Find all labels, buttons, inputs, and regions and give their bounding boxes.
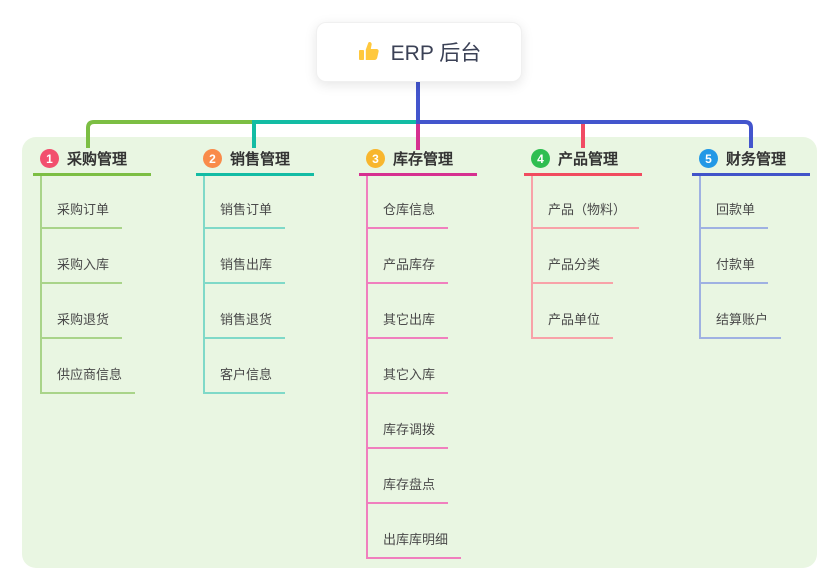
child-label: 产品库存	[383, 257, 436, 272]
child-label: 库存调拨	[383, 422, 436, 437]
branch-sales: 2 销售管理 销售订单 销售出库 销售退货 客户信息	[196, 147, 346, 394]
branch-children: 销售订单 销售出库 销售退货 客户信息	[203, 176, 286, 394]
child-node[interactable]: 产品单位	[533, 284, 614, 339]
branches-panel	[22, 137, 817, 568]
child-label: 其它入库	[383, 367, 436, 382]
branch-title-label: 财务管理	[726, 151, 787, 168]
child-node[interactable]: 仓库信息	[368, 176, 449, 229]
root-node[interactable]: ERP 后台	[316, 22, 522, 82]
child-label: 销售订单	[220, 202, 273, 217]
child-node[interactable]: 出库库明细	[368, 504, 462, 559]
branch-inventory: 3 库存管理 仓库信息 产品库存 其它出库 其它入库 库存调拨 库存盘点 出库库…	[359, 147, 509, 559]
child-node[interactable]: 销售订单	[205, 176, 286, 229]
child-label: 产品分类	[548, 257, 601, 272]
child-label: 产品单位	[548, 312, 601, 327]
child-node[interactable]: 采购入库	[42, 229, 123, 284]
child-node[interactable]: 库存盘点	[368, 449, 449, 504]
branch-title-label: 采购管理	[67, 151, 128, 168]
branch-sales-title[interactable]: 2 销售管理	[196, 147, 314, 176]
child-node[interactable]: 其它出库	[368, 284, 449, 339]
child-label: 销售出库	[220, 257, 273, 272]
branch-finance-title[interactable]: 5 财务管理	[692, 147, 810, 176]
child-node[interactable]: 采购订单	[42, 176, 123, 229]
child-node[interactable]: 产品库存	[368, 229, 449, 284]
child-label: 付款单	[716, 257, 756, 272]
child-node[interactable]: 库存调拨	[368, 394, 449, 449]
branch-index-badge: 3	[366, 149, 385, 168]
branch-title-label: 库存管理	[393, 151, 454, 168]
branch-index-badge: 2	[203, 149, 222, 168]
child-label: 产品（物料）	[548, 202, 627, 217]
child-node[interactable]: 回款单	[701, 176, 769, 229]
branch-children: 仓库信息 产品库存 其它出库 其它入库 库存调拨 库存盘点 出库库明细	[366, 176, 462, 559]
child-node[interactable]: 其它入库	[368, 339, 449, 394]
child-label: 销售退货	[220, 312, 273, 327]
child-label: 供应商信息	[57, 367, 123, 382]
branch-procurement: 1 采购管理 采购订单 采购入库 采购退货 供应商信息	[33, 147, 183, 394]
branch-product: 4 产品管理 产品（物料） 产品分类 产品单位	[524, 147, 674, 339]
child-label: 库存盘点	[383, 477, 436, 492]
child-label: 客户信息	[220, 367, 273, 382]
child-node[interactable]: 客户信息	[205, 339, 286, 394]
child-node[interactable]: 销售退货	[205, 284, 286, 339]
branch-title-label: 产品管理	[558, 151, 619, 168]
branch-procurement-title[interactable]: 1 采购管理	[33, 147, 151, 176]
branch-index-badge: 1	[40, 149, 59, 168]
child-node[interactable]: 销售出库	[205, 229, 286, 284]
branch-children: 采购订单 采购入库 采购退货 供应商信息	[40, 176, 136, 394]
child-label: 采购退货	[57, 312, 110, 327]
child-node[interactable]: 付款单	[701, 229, 769, 284]
branch-children: 产品（物料） 产品分类 产品单位	[531, 176, 640, 339]
branch-index-badge: 5	[699, 149, 718, 168]
branch-index-badge: 4	[531, 149, 550, 168]
child-label: 结算账户	[716, 312, 769, 327]
child-label: 回款单	[716, 202, 756, 217]
child-label: 其它出库	[383, 312, 436, 327]
branch-title-label: 销售管理	[230, 151, 291, 168]
root-label: ERP 后台	[390, 42, 482, 65]
child-node[interactable]: 产品（物料）	[533, 176, 640, 229]
thumbs-up-icon	[358, 42, 379, 60]
child-label: 采购订单	[57, 202, 110, 217]
branch-product-title[interactable]: 4 产品管理	[524, 147, 642, 176]
child-node[interactable]: 产品分类	[533, 229, 614, 284]
child-node[interactable]: 采购退货	[42, 284, 123, 339]
branch-children: 回款单 付款单 结算账户	[699, 176, 782, 339]
child-label: 出库库明细	[383, 532, 449, 547]
child-node[interactable]: 供应商信息	[42, 339, 136, 394]
branch-finance: 5 财务管理 回款单 付款单 结算账户	[692, 147, 839, 339]
child-label: 采购入库	[57, 257, 110, 272]
branch-inventory-title[interactable]: 3 库存管理	[359, 147, 477, 176]
child-node[interactable]: 结算账户	[701, 284, 782, 339]
child-label: 仓库信息	[383, 202, 436, 217]
